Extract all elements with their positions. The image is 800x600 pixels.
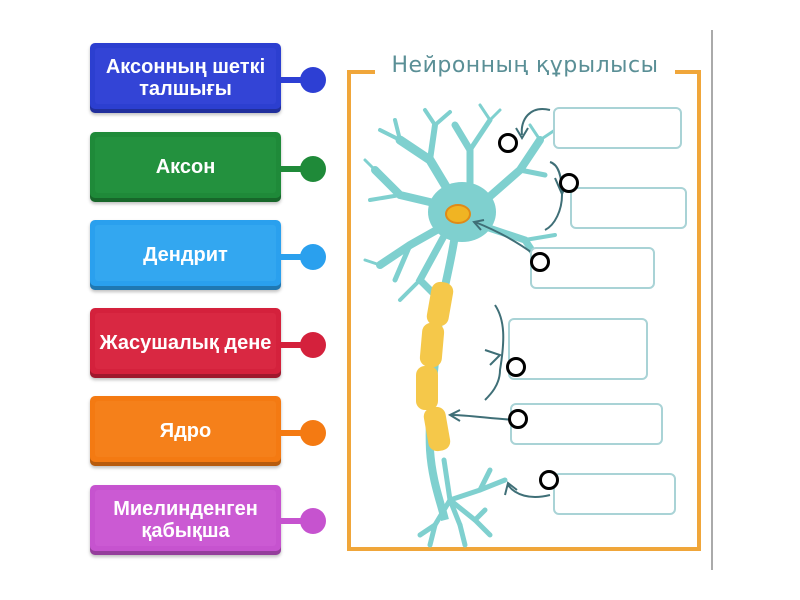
connector-dot [300, 332, 326, 358]
tile-connector [281, 244, 326, 270]
title-background [375, 52, 675, 80]
myelin-segment [426, 281, 454, 327]
tile-connector [281, 156, 326, 182]
drop-target-6[interactable] [539, 470, 559, 490]
axon-terminal-branches [417, 457, 508, 548]
connector-stem [281, 342, 305, 348]
neuron-illustration [347, 30, 713, 570]
answer-box-6 [553, 473, 676, 515]
answer-box-3 [530, 247, 655, 289]
dendrite-branches [363, 103, 567, 302]
drop-target-2[interactable] [559, 173, 579, 193]
tile-axon[interactable]: Аксон [90, 132, 281, 202]
tile-label: Аксонның шеткі талшығы [105, 56, 266, 100]
tile-label: Ядро [159, 420, 212, 442]
drop-target-5[interactable] [508, 409, 528, 429]
tile-dendrite[interactable]: Дендрит [90, 220, 281, 290]
connector-stem [281, 77, 305, 83]
tile-label: Аксон [155, 156, 216, 178]
tile-label: Миелинденген қабықша [113, 498, 258, 542]
tile-connector [281, 420, 326, 446]
answer-box-5 [510, 403, 663, 445]
drop-target-4[interactable] [506, 357, 526, 377]
tile-connector [281, 67, 326, 93]
diagram-title: Нейронның құрылысы [391, 53, 659, 78]
myelin-segment [416, 366, 438, 410]
connector-stem [281, 166, 305, 172]
tile-label: Жасушалық дене [99, 332, 272, 354]
tile-label: Дендрит [143, 244, 228, 266]
tile-myelin-sheath[interactable]: Миелинденген қабықша [90, 485, 281, 555]
neuron-diagram: Нейронның құрылысы [340, 30, 713, 570]
tile-face [95, 137, 276, 193]
connector-dot [300, 420, 326, 446]
answer-box-1 [553, 107, 682, 149]
connector-stem [281, 518, 305, 524]
tile-face [95, 401, 276, 457]
myelin-segment [419, 322, 445, 368]
connector-dot [300, 67, 326, 93]
tile-face [95, 48, 276, 104]
tile-connector [281, 332, 326, 358]
tile-connector [281, 508, 326, 534]
tile-face [95, 490, 276, 546]
drop-target-3[interactable] [530, 252, 550, 272]
tile-cell-body[interactable]: Жасушалық дене [90, 308, 281, 378]
answer-box-2 [570, 187, 687, 229]
nucleus-shape [445, 204, 471, 224]
tile-face [95, 225, 276, 281]
myelin-segment [423, 406, 451, 452]
answer-box-4 [508, 318, 648, 380]
connector-stem [281, 430, 305, 436]
connector-stem [281, 254, 305, 260]
drop-target-1[interactable] [498, 133, 518, 153]
tile-nucleus[interactable]: Ядро [90, 396, 281, 466]
connector-dot [300, 156, 326, 182]
tile-axon-terminal[interactable]: Аксонның шеткі талшығы [90, 43, 281, 113]
tile-face [95, 313, 276, 369]
connector-dot [300, 244, 326, 270]
connector-dot [300, 508, 326, 534]
